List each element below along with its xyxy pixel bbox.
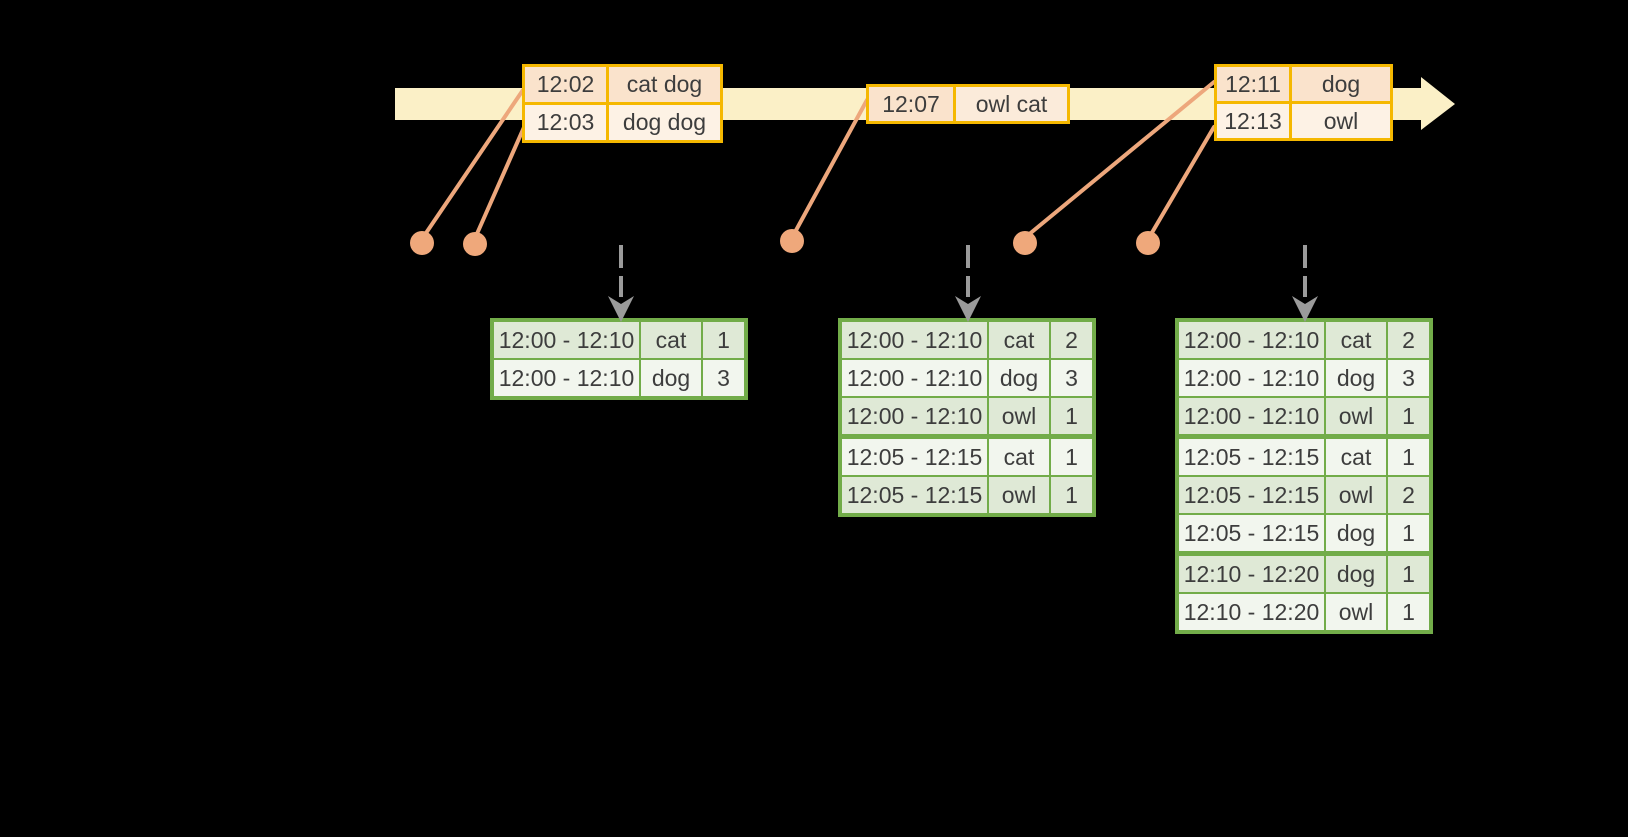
event-box-1207: 12:07 owl cat: [866, 84, 1070, 124]
word-cell: dog: [641, 360, 701, 396]
count-cell: 1: [1051, 398, 1092, 434]
connector-line-1213: [1148, 125, 1216, 238]
event-dot-icon: [1013, 231, 1037, 255]
word-cell: owl: [1326, 398, 1386, 434]
window-cell: 12:00 - 12:10: [842, 398, 987, 434]
count-cell: 2: [1388, 477, 1429, 513]
event-time: 12:13: [1217, 104, 1289, 138]
window-cell: 12:05 - 12:15: [842, 477, 987, 513]
count-cell: 1: [1388, 556, 1429, 592]
event-time: 12:07: [869, 87, 953, 121]
word-cell: owl: [989, 477, 1049, 513]
timeline-arrowhead-icon: [1421, 77, 1455, 130]
count-cell: 1: [703, 322, 744, 358]
trigger-arrow-lines: [619, 245, 1307, 297]
word-cell: cat: [989, 439, 1049, 475]
result-table-3: 12:00 - 12:10 cat 2 12:00 - 12:10 dog 3 …: [1175, 318, 1433, 634]
event-words: owl: [1292, 104, 1390, 138]
event-dot-icon: [1136, 231, 1160, 255]
event-dots: [410, 229, 1160, 256]
word-cell: dog: [1326, 515, 1386, 551]
count-cell: 1: [1388, 515, 1429, 551]
count-cell: 2: [1051, 322, 1092, 358]
window-cell: 12:05 - 12:15: [1179, 439, 1324, 475]
event-words: owl cat: [956, 87, 1067, 121]
window-cell: 12:00 - 12:10: [494, 360, 639, 396]
count-cell: 3: [1051, 360, 1092, 396]
result-table-1: 12:00 - 12:10 cat 1 12:00 - 12:10 dog 3: [490, 318, 748, 400]
window-cell: 12:05 - 12:15: [1179, 515, 1324, 551]
window-group: 12:00 - 12:10 cat 1 12:00 - 12:10 dog 3: [494, 322, 744, 396]
event-time: 12:02: [525, 67, 606, 102]
window-cell: 12:00 - 12:10: [494, 322, 639, 358]
event-dot-icon: [780, 229, 804, 253]
window-group: 12:00 - 12:10 cat 2 12:00 - 12:10 dog 3 …: [842, 322, 1092, 434]
count-cell: 3: [703, 360, 744, 396]
word-cell: dog: [1326, 360, 1386, 396]
event-dot-icon: [463, 232, 487, 256]
count-cell: 1: [1388, 398, 1429, 434]
word-cell: owl: [1326, 594, 1386, 630]
window-group: 12:10 - 12:20 dog 1 12:10 - 12:20 owl 1: [1179, 556, 1429, 630]
connector-line-1207: [792, 98, 869, 236]
window-group: 12:05 - 12:15 cat 1 12:05 - 12:15 owl 2 …: [1179, 439, 1429, 551]
window-cell: 12:00 - 12:10: [1179, 398, 1324, 434]
count-cell: 1: [1388, 439, 1429, 475]
count-cell: 3: [1388, 360, 1429, 396]
connector-line-1203: [474, 123, 527, 238]
window-group: 12:00 - 12:10 cat 2 12:00 - 12:10 dog 3 …: [1179, 322, 1429, 434]
event-time: 12:11: [1217, 67, 1289, 101]
event-box-1211-1213: 12:11 dog 12:13 owl: [1214, 64, 1393, 141]
word-cell: dog: [1326, 556, 1386, 592]
count-cell: 1: [1388, 594, 1429, 630]
window-cell: 12:00 - 12:10: [1179, 322, 1324, 358]
result-table-2: 12:00 - 12:10 cat 2 12:00 - 12:10 dog 3 …: [838, 318, 1096, 517]
event-dot-icon: [410, 231, 434, 255]
word-cell: owl: [989, 398, 1049, 434]
event-words: dog dog: [609, 105, 720, 140]
word-cell: cat: [641, 322, 701, 358]
window-cell: 12:00 - 12:10: [842, 322, 987, 358]
window-cell: 12:05 - 12:15: [842, 439, 987, 475]
connector-line-1202: [422, 88, 525, 238]
count-cell: 2: [1388, 322, 1429, 358]
count-cell: 1: [1051, 439, 1092, 475]
word-cell: cat: [989, 322, 1049, 358]
word-cell: dog: [989, 360, 1049, 396]
event-box-1202-1203: 12:02 cat dog 12:03 dog dog: [522, 64, 723, 143]
window-cell: 12:05 - 12:15: [1179, 477, 1324, 513]
window-cell: 12:00 - 12:10: [1179, 360, 1324, 396]
word-cell: cat: [1326, 322, 1386, 358]
window-cell: 12:10 - 12:20: [1179, 556, 1324, 592]
word-cell: owl: [1326, 477, 1386, 513]
word-cell: cat: [1326, 439, 1386, 475]
window-cell: 12:00 - 12:10: [842, 360, 987, 396]
event-words: dog: [1292, 67, 1390, 101]
window-group: 12:05 - 12:15 cat 1 12:05 - 12:15 owl 1: [842, 439, 1092, 513]
event-words: cat dog: [609, 67, 720, 102]
count-cell: 1: [1051, 477, 1092, 513]
event-time: 12:03: [525, 105, 606, 140]
window-cell: 12:10 - 12:20: [1179, 594, 1324, 630]
